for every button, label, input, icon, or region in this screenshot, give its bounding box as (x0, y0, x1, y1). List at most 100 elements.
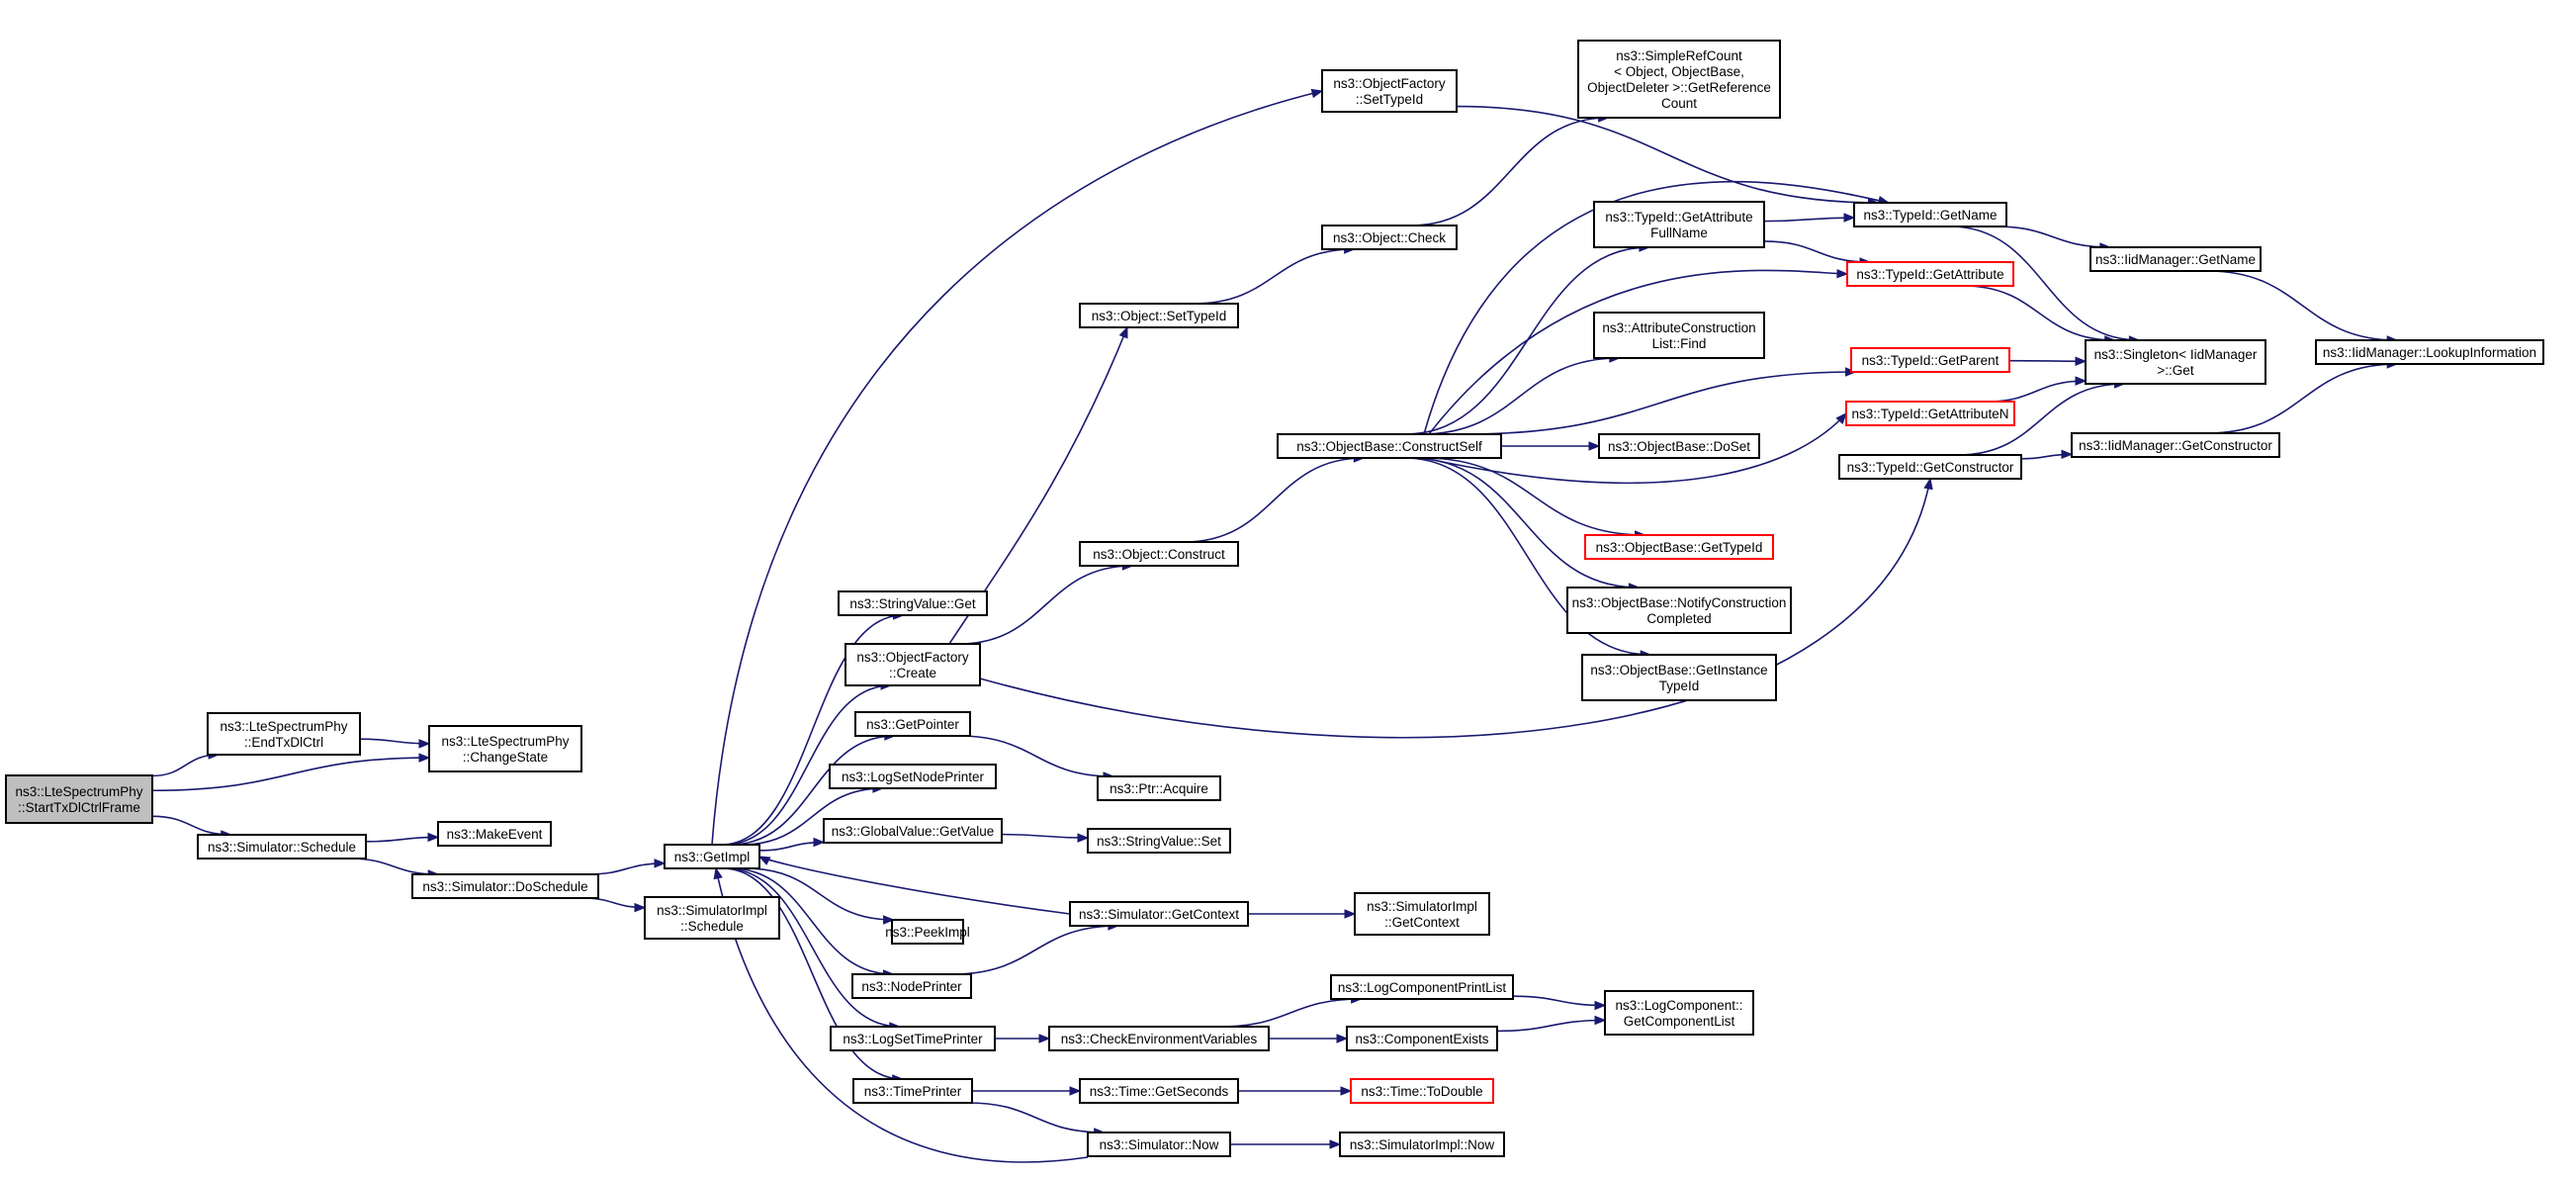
node-label-line: ns3::TypeId::GetAttribute (1856, 267, 2003, 282)
node-singleton-get[interactable]: ns3::Singleton< IidManager>::Get (2085, 339, 2266, 385)
node-obj-check[interactable]: ns3::Object::Check (1321, 225, 1458, 250)
edge-tid_getattrfullname-to-tid_getname (1763, 217, 1855, 223)
node-label-line: ns3::IidManager::GetName (2095, 252, 2256, 267)
node-iidmgr-getconstructor[interactable]: ns3::IidManager::GetConstructor (2071, 432, 2280, 458)
node-box (411, 873, 599, 899)
edge-tid_getconstructor-to-iidmgr_getconstructor-arrowhead (2061, 449, 2074, 460)
node-stringvalue-get[interactable]: ns3::StringValue::Get (838, 590, 988, 616)
node-label-line: ns3::ComponentExists (1355, 1032, 1488, 1046)
node-gv-getvalue[interactable]: ns3::GlobalValue::GetValue (823, 818, 1003, 844)
node-obj-construct[interactable]: ns3::Object::Construct (1079, 541, 1239, 567)
node-change-state[interactable]: ns3::LteSpectrumPhy::ChangeState (428, 725, 582, 772)
edge-nodeprinter-to-sim_getcontext (952, 925, 1118, 975)
node-ob-doset[interactable]: ns3::ObjectBase::DoSet (1598, 433, 1760, 459)
edge-sim_now-to-simimpl_now-arrowhead (1329, 1139, 1342, 1149)
node-logcomp-getlist[interactable]: ns3::LogComponent::GetComponentList (1604, 990, 1754, 1036)
node-sim-schedule[interactable]: ns3::Simulator::Schedule (197, 834, 367, 860)
node-sim-doschedule[interactable]: ns3::Simulator::DoSchedule (411, 873, 599, 899)
node-label-line: TypeId (1659, 679, 1700, 693)
node-label-line: ::StartTxDlCtrlFrame (18, 800, 140, 815)
node-tid-getconstructor[interactable]: ns3::TypeId::GetConstructor (1838, 454, 2022, 480)
node-box (1838, 454, 2022, 480)
node-box (1604, 990, 1754, 1036)
edge-ob_constructself-to-acl_find (1420, 357, 1620, 435)
node-label-line: ns3::Simulator::Schedule (208, 840, 356, 855)
node-iidmgr-lookup[interactable]: ns3::IidManager::LookupInformation (2315, 339, 2544, 365)
node-time-todouble[interactable]: ns3::Time::ToDouble (1350, 1078, 1494, 1104)
edge-logcompprintlist-to-logcomp_getlist (1512, 995, 1606, 1007)
node-ob-notify[interactable]: ns3::ObjectBase::NotifyConstructionCompl… (1566, 587, 1792, 634)
node-label-line: ns3::ObjectBase::NotifyConstruction (1572, 595, 1787, 610)
node-start-tx[interactable]: ns3::LteSpectrumPhy::StartTxDlCtrlFrame (5, 774, 153, 824)
node-ob-gettypeid[interactable]: ns3::ObjectBase::GetTypeId (1584, 534, 1774, 560)
node-getpointer[interactable]: ns3::GetPointer (854, 711, 971, 737)
node-tid-getname[interactable]: ns3::TypeId::GetName (1853, 202, 2007, 227)
node-label-line: ns3::LteSpectrumPhy (15, 784, 142, 799)
node-box (5, 774, 153, 824)
edge-getimpl-to-peekimpl (746, 867, 894, 921)
edge-tid_getattributen-to-singleton_get (1987, 380, 2087, 403)
node-label-line: ns3::SimulatorImpl (1367, 899, 1477, 914)
node-logcompprintlist[interactable]: ns3::LogComponentPrintList (1330, 974, 1514, 1000)
node-tid-getattributen[interactable]: ns3::TypeId::GetAttributeN (1845, 401, 2015, 426)
node-obj-settypeid[interactable]: ns3::Object::SetTypeId (1079, 303, 1239, 328)
node-label-line: ns3::ObjectFactory (1333, 76, 1446, 91)
node-label-line: < Object, ObjectBase, (1614, 64, 1744, 79)
node-box (854, 711, 971, 737)
node-label-line: ::Schedule (680, 919, 744, 934)
node-logsetnodeprinter[interactable]: ns3::LogSetNodePrinter (829, 764, 997, 789)
edge-sim_now-to-getimpl-arrowhead (713, 866, 723, 880)
node-tid-getparent[interactable]: ns3::TypeId::GetParent (1850, 347, 2010, 373)
node-label-line: ns3::GetPointer (866, 717, 959, 732)
node-box (1339, 1132, 1505, 1157)
node-getimpl[interactable]: ns3::GetImpl (664, 844, 760, 869)
node-box (844, 643, 981, 686)
node-sim-now[interactable]: ns3::Simulator::Now (1087, 1132, 1231, 1157)
node-stringvalue-set[interactable]: ns3::StringValue::Set (1087, 828, 1231, 854)
edge-start_tx-to-sim_schedule (151, 815, 231, 836)
node-label-line: GetComponentList (1624, 1014, 1735, 1029)
nodes: ns3::LteSpectrumPhy::StartTxDlCtrlFramen… (5, 40, 2544, 1157)
node-simimpl-schedule[interactable]: ns3::SimulatorImpl::Schedule (644, 896, 780, 940)
edge-compexists-to-logcomp_getlist-arrowhead (1594, 1015, 1607, 1026)
node-box (1079, 1078, 1239, 1104)
node-sim-getcontext[interactable]: ns3::Simulator::GetContext (1069, 901, 1249, 927)
node-make-event[interactable]: ns3::MakeEvent (437, 821, 552, 847)
node-box (1087, 1132, 1231, 1157)
node-box (664, 844, 760, 869)
node-iidmgr-getname[interactable]: ns3::IidManager::GetName (2089, 246, 2262, 272)
node-simplerefcount[interactable]: ns3::SimpleRefCount< Object, ObjectBase,… (1577, 40, 1781, 119)
node-simimpl-getcontext[interactable]: ns3::SimulatorImpl::GetContext (1354, 892, 1490, 936)
node-box (891, 919, 964, 945)
node-ptr-acquire[interactable]: ns3::Ptr::Acquire (1097, 775, 1221, 801)
edge-ob_constructself-to-tid_getattribute (1428, 269, 1848, 435)
node-timeprinter[interactable]: ns3::TimePrinter (852, 1078, 973, 1104)
node-end-tx[interactable]: ns3::LteSpectrumPhy::EndTxDlCtrl (207, 712, 361, 756)
node-box (823, 818, 1003, 844)
node-label-line: ns3::IidManager::GetConstructor (2079, 438, 2272, 453)
node-peekimpl[interactable]: ns3::PeekImpl (885, 919, 970, 945)
node-time-getseconds[interactable]: ns3::Time::GetSeconds (1079, 1078, 1239, 1104)
node-label-line: ns3::CheckEnvironmentVariables (1061, 1032, 1258, 1046)
node-checkenv[interactable]: ns3::CheckEnvironmentVariables (1048, 1026, 1270, 1051)
node-tid-getattribute[interactable]: ns3::TypeId::GetAttribute (1846, 261, 2014, 287)
node-of-settypeid[interactable]: ns3::ObjectFactory::SetTypeId (1321, 69, 1458, 113)
edge-ob_constructself-to-ob_getinstance (1404, 457, 1651, 656)
node-of-create[interactable]: ns3::ObjectFactory::Create (844, 643, 981, 686)
node-simimpl-now[interactable]: ns3::SimulatorImpl::Now (1339, 1132, 1505, 1157)
node-logsettimeprinter[interactable]: ns3::LogSetTimePrinter (830, 1026, 996, 1051)
edge-obj_check-to-simplerefcount (1410, 117, 1609, 226)
edge-sim_doschedule-to-getimpl (587, 862, 666, 875)
node-label-line: ns3::TypeId::GetAttributeN (1851, 407, 2008, 421)
edge-getimpl-to-logsettimeprinter (725, 867, 900, 1028)
node-label-line: ns3::IidManager::LookupInformation (2323, 345, 2536, 360)
node-nodeprinter[interactable]: ns3::NodePrinter (851, 973, 972, 999)
node-compexists[interactable]: ns3::ComponentExists (1346, 1026, 1498, 1051)
node-label-line: ns3::ObjectBase::GetInstance (1590, 663, 1767, 678)
node-ob-constructself[interactable]: ns3::ObjectBase::ConstructSelf (1277, 433, 1502, 459)
node-box (1598, 433, 1760, 459)
edges (151, 88, 2399, 1163)
